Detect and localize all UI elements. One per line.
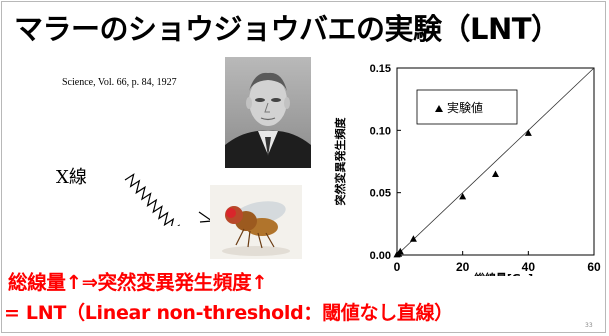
legend-box xyxy=(416,89,518,125)
legend-label: 実験値 xyxy=(447,100,483,115)
data-point xyxy=(492,170,499,177)
data-point xyxy=(409,235,417,242)
x-tick-label: 60 xyxy=(587,260,601,274)
x-axis-label: 総線量[Gy] xyxy=(474,271,533,276)
lnt-fit-line xyxy=(396,67,595,256)
summary-line-2: = LNT（Linear non-threshold：閾値なし直線） xyxy=(4,302,454,324)
y-tick-label: 0.00 xyxy=(370,250,391,262)
data-point xyxy=(396,247,404,255)
data-point xyxy=(524,129,532,136)
x-tick-label: 40 xyxy=(522,260,536,274)
citation: Science, Vol. 66, p. 84, 1927 xyxy=(62,77,177,88)
y-tick-label: 0.05 xyxy=(370,188,391,200)
fruit-fly-photo xyxy=(210,185,302,259)
summary-line-1: 総線量↑⇒突然変異発生頻度↑ xyxy=(8,271,268,294)
legend-marker xyxy=(435,105,443,112)
x-tick-label: 20 xyxy=(456,260,470,274)
page-number: 33 xyxy=(585,322,593,329)
y-tick-label: 0.15 xyxy=(370,63,391,75)
y-axis-label: 突然変異発生頻度 xyxy=(333,117,347,206)
mutation-scatter-chart: 0.00 0.05 0.10 0.15 0 20 40 60 総線量[Gy] 突然変異発生頻度 実験… xyxy=(333,63,601,276)
y-tick-label: 0.10 xyxy=(370,125,391,137)
plot-area-frame xyxy=(396,67,595,256)
portrait-photo xyxy=(225,57,311,168)
xray-wave-arrow xyxy=(124,173,214,226)
xray-label: X線 xyxy=(56,167,87,188)
slide-title: マラーのショウジョウバエの実験（LNT） xyxy=(14,12,560,46)
x-tick-label: 0 xyxy=(394,260,401,274)
data-point xyxy=(459,192,467,200)
